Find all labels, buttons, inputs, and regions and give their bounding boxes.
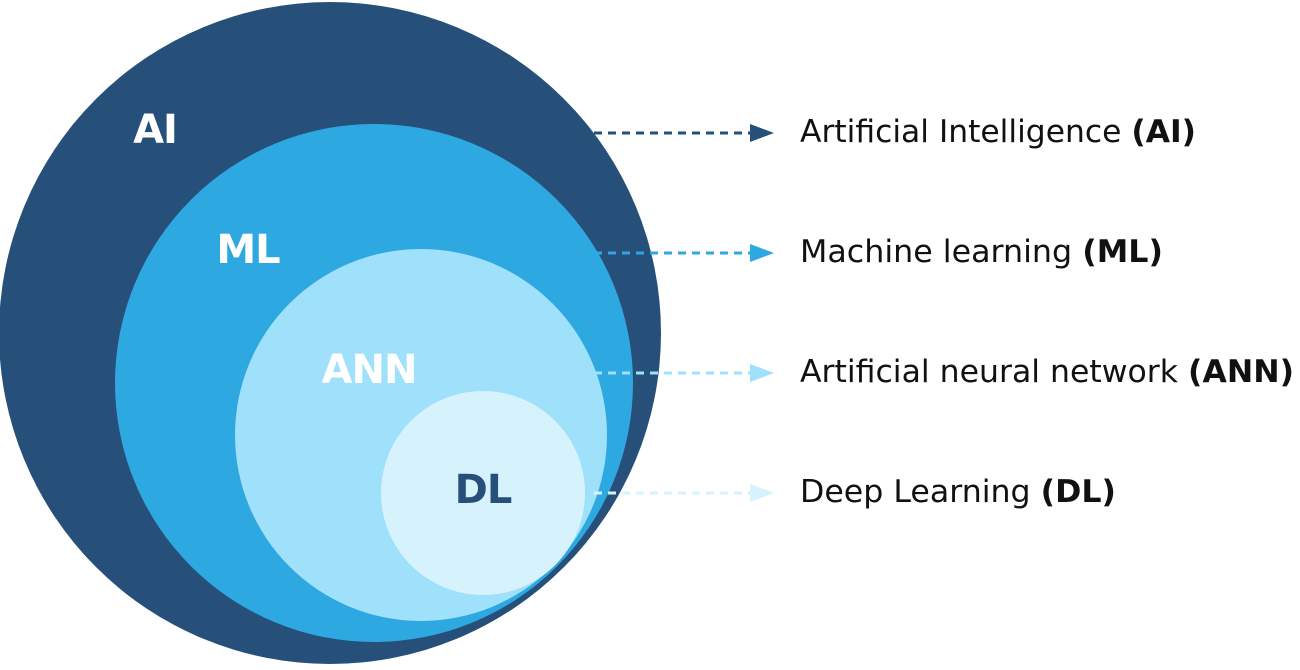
dl-circle xyxy=(381,391,585,595)
ml-arrowhead-icon xyxy=(750,244,774,262)
legend-item-ann-abbr: (ANN) xyxy=(1188,354,1294,390)
legend-item-dl-text: Deep Learning xyxy=(800,474,1031,510)
legend-item-ai-abbr: (AI) xyxy=(1131,114,1196,150)
ann-circle-label: ANN xyxy=(322,347,417,393)
ai-circle-label: AI xyxy=(133,107,177,153)
legend-item-ml-text: Machine learning xyxy=(800,234,1072,270)
legend-item-ai: Artificial Intelligence (AI) xyxy=(800,114,1196,150)
dl-arrowhead-icon xyxy=(750,484,774,502)
legend-item-dl: Deep Learning (DL) xyxy=(800,474,1116,510)
dl-arrow xyxy=(594,484,774,502)
legend-item-ann-text: Artificial neural network xyxy=(800,354,1178,390)
ann-arrow xyxy=(594,364,774,382)
legend-item-ann: Artificial neural network (ANN) xyxy=(800,354,1294,390)
arrows-group xyxy=(594,124,774,502)
ml-arrow xyxy=(594,244,774,262)
legend-item-dl-abbr: (DL) xyxy=(1041,474,1116,510)
circles-group xyxy=(0,2,661,664)
ai-arrowhead-icon xyxy=(750,124,774,142)
legend-item-ml-abbr: (ML) xyxy=(1082,234,1163,270)
dl-circle-label: DL xyxy=(455,467,512,513)
legend-item-ai-text: Artificial Intelligence xyxy=(800,114,1121,150)
ai-arrow xyxy=(594,124,774,142)
circle-labels: AI ML ANN DL xyxy=(133,107,513,513)
legend: Artificial Intelligence (AI) Machine lea… xyxy=(800,114,1294,510)
ann-arrowhead-icon xyxy=(750,364,774,382)
ml-circle-label: ML xyxy=(216,227,280,273)
legend-item-ml: Machine learning (ML) xyxy=(800,234,1163,270)
